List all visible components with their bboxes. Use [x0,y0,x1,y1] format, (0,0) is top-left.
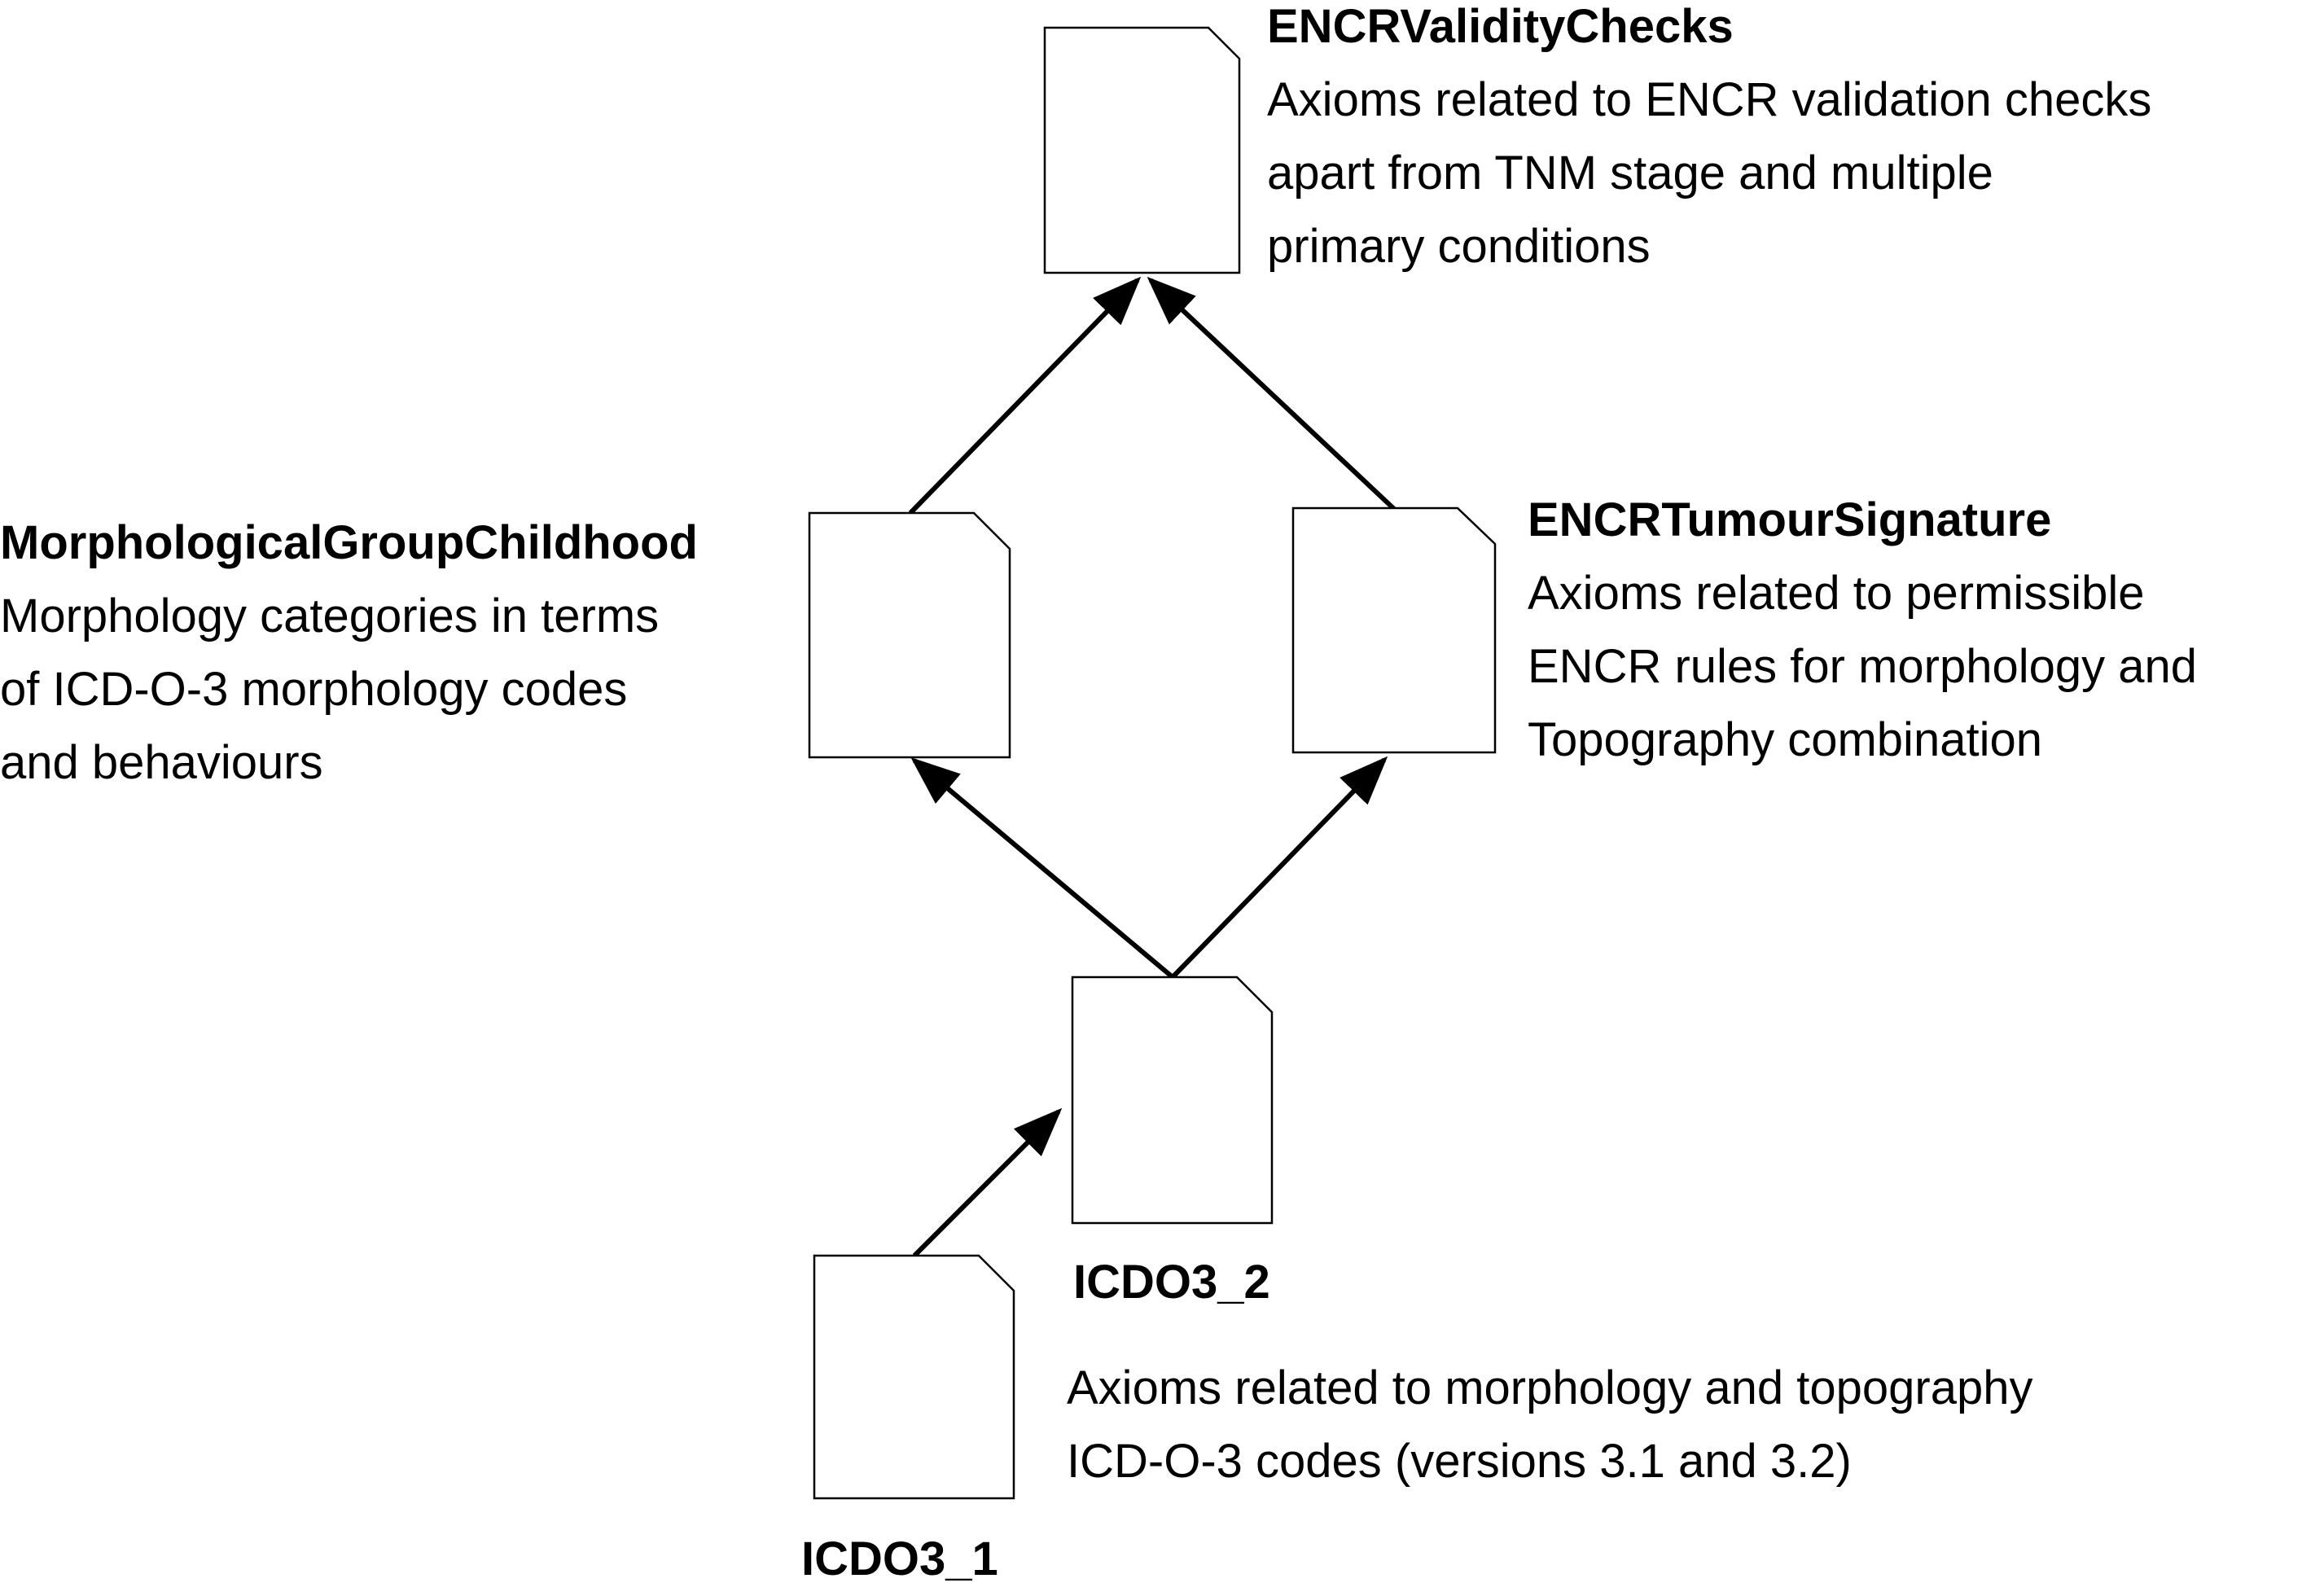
validity-description: Axioms related to ENCR validation checks… [1267,73,2152,273]
edge-icdo3-1-to-icdo3-2 [912,1107,1063,1258]
tumour-sig-title: ENCRTumourSignature [1528,493,2052,546]
morph-group-label: MorphologicalGroupChildhood Morphology c… [0,506,698,800]
validity-label: ENCRValidityChecks Axioms related to ENC… [1267,0,2151,283]
document-nodes [808,26,1497,1500]
edge-tumour-sig-to-validity [1147,276,1397,511]
icdo3-2-document-icon [1071,976,1274,1225]
edge-icdo3-2-to-tumour-sig [1170,756,1388,980]
tumour-sig-document-icon [1291,506,1497,754]
validity-document-icon [1043,26,1241,274]
validity-title: ENCRValidityChecks [1267,0,1734,53]
edges [908,276,1397,1258]
edge-morph-group-to-validity [908,276,1142,515]
tumour-sig-description: Axioms related to permissible ENCR rules… [1528,567,2198,766]
morph-group-title: MorphologicalGroupChildhood [0,516,698,569]
icdo3-2-title: ICDO3_2 [1073,1256,1270,1309]
tumour-sig-label: ENCRTumourSignature Axioms related to pe… [1528,484,2197,777]
edge-icdo3-2-to-morph-group [910,757,1174,980]
icdo3-shared-description: Axioms related to morphology and topogra… [1067,1361,2033,1488]
morph-group-description: Morphology categories in terms of ICD-O-… [0,590,660,789]
icdo3-1-title: ICDO3_1 [801,1532,998,1585]
icdo3-1-document-icon [813,1254,1015,1500]
morph-group-document-icon [808,511,1011,759]
